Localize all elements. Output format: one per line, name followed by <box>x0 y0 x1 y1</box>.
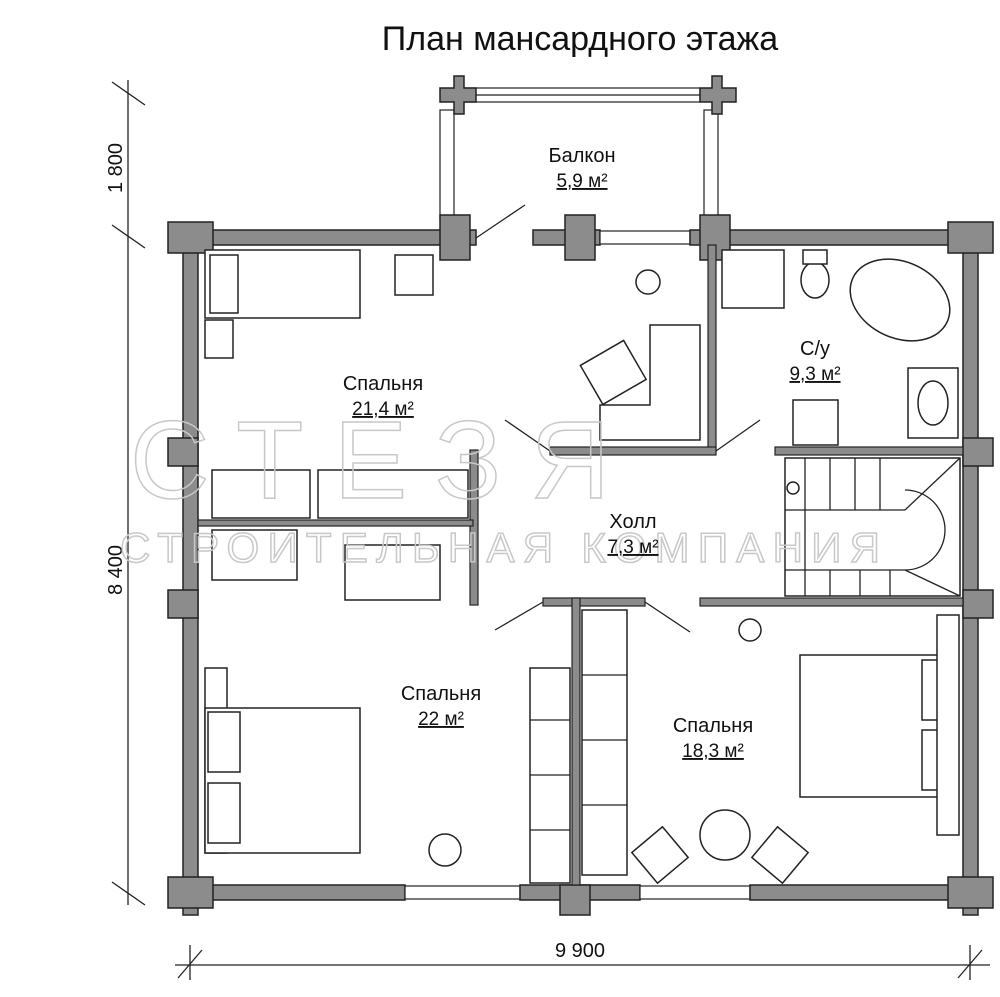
svg-text:9,3 м²: 9,3 м² <box>789 364 840 385</box>
interior-walls <box>197 244 964 886</box>
room-bedroom-2: Спальня 22 м² <box>401 683 481 730</box>
watermark-subtitle: СТРОИТЕЛЬНАЯ КОМПАНИЯ <box>120 524 880 571</box>
svg-text:21,4 м²: 21,4 м² <box>352 399 414 420</box>
room-bathroom: С/у 9,3 м² <box>789 338 840 385</box>
room-bedroom-1: Спальня 21,4 м² <box>343 373 423 420</box>
outer-walls <box>167 214 994 916</box>
svg-text:7,3 м²: 7,3 м² <box>607 537 658 558</box>
plan-title: План мансардного этажа <box>382 20 778 58</box>
dimension-width: 9 900 <box>555 940 605 962</box>
svg-text:Спальня: Спальня <box>401 683 481 705</box>
svg-text:Балкон: Балкон <box>548 145 615 167</box>
doors <box>475 204 761 633</box>
svg-text:Спальня: Спальня <box>343 373 423 395</box>
room-bedroom-3: Спальня 18,3 м² <box>673 715 753 762</box>
balcony-structure <box>439 75 737 221</box>
dimension-balcony: 1 800 <box>105 143 127 193</box>
dimension-depth: 8 400 <box>105 545 127 595</box>
room-hall: Холл 7,3 м² <box>607 511 658 558</box>
dimension-lines <box>111 80 990 980</box>
svg-text:Спальня: Спальня <box>673 715 753 737</box>
room-balcony: Балкон 5,9 м² <box>548 145 615 192</box>
svg-text:5,9 м²: 5,9 м² <box>556 171 607 192</box>
svg-text:С/у: С/у <box>800 338 830 360</box>
furniture <box>204 249 961 885</box>
svg-text:Холл: Холл <box>609 511 656 533</box>
svg-text:22 м²: 22 м² <box>418 709 464 730</box>
svg-text:18,3 м²: 18,3 м² <box>682 741 744 762</box>
